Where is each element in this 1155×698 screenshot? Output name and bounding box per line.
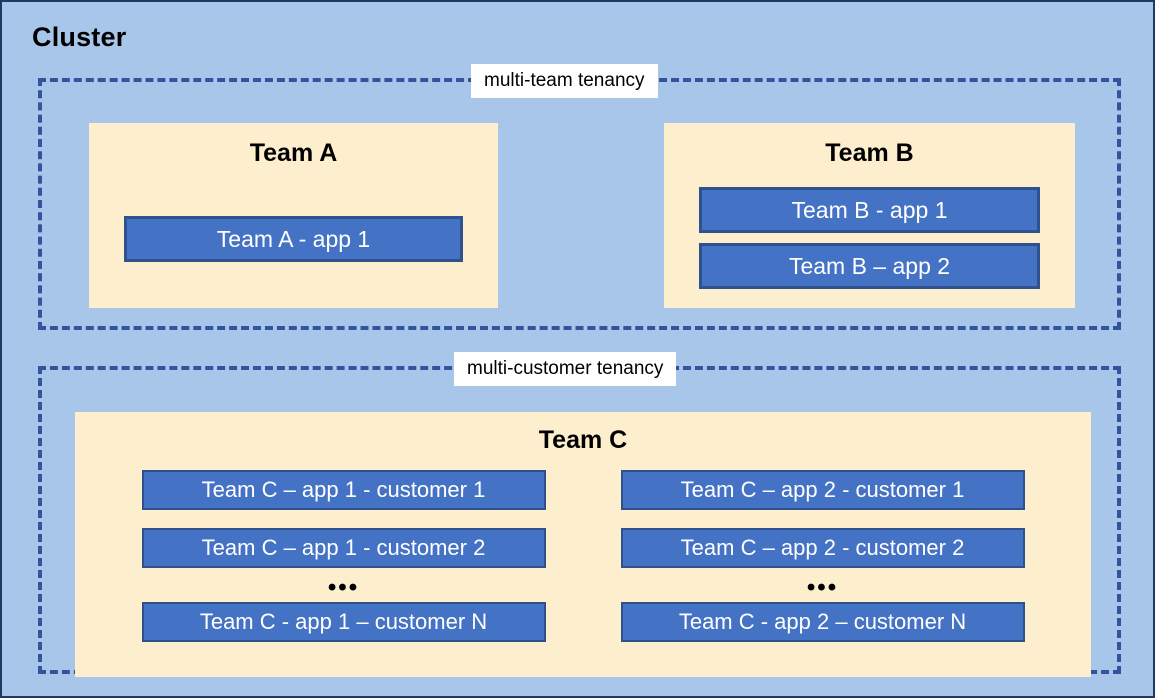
app-box-team-c-app-1-customer-1[interactable]: Team C – app 1 - customer 1 xyxy=(141,470,546,510)
app-box-team-c-app-2-customer-2[interactable]: Team C – app 2 - customer 2 xyxy=(620,528,1025,568)
team-c-app-2-ellipsis: ••• xyxy=(806,574,839,601)
team-b-title: Team B xyxy=(825,139,914,167)
app-box-team-b-app-2[interactable]: Team B – app 2 xyxy=(699,243,1040,289)
team-c-panel: Team C Team C – app 1 - customer 1 Team … xyxy=(75,412,1091,677)
app-box-team-b-app-1[interactable]: Team B - app 1 xyxy=(699,187,1040,233)
app-box-team-c-app-2-customer-n[interactable]: Team C - app 2 – customer N xyxy=(620,602,1025,642)
team-a-title: Team A xyxy=(249,139,338,167)
app-box-team-c-app-2-customer-1[interactable]: Team C – app 2 - customer 1 xyxy=(620,470,1025,510)
team-c-column-app-1: Team C – app 1 - customer 1 Team C – app… xyxy=(141,470,546,642)
app-box-team-c-app-1-customer-2[interactable]: Team C – app 1 - customer 2 xyxy=(141,528,546,568)
team-c-app-1-ellipsis: ••• xyxy=(327,574,360,601)
zone-label-multi-customer: multi-customer tenancy xyxy=(454,352,677,386)
team-a-app-list: Team A - app 1 xyxy=(124,216,463,262)
tenancy-zone-multi-customer: Team C Team C – app 1 - customer 1 Team … xyxy=(38,366,1121,677)
cluster-title: Cluster xyxy=(32,22,127,52)
team-c-title: Team C xyxy=(538,426,628,454)
team-c-columns: Team C – app 1 - customer 1 Team C – app… xyxy=(75,470,1091,642)
team-a-panel: Team A Team A - app 1 xyxy=(89,123,498,308)
app-box-team-a-app-1[interactable]: Team A - app 1 xyxy=(124,216,463,262)
tenancy-zone-multi-team: Team A Team A - app 1 Team B Team B - ap… xyxy=(38,78,1121,330)
team-b-app-list: Team B - app 1 Team B – app 2 xyxy=(699,187,1040,289)
app-box-team-c-app-1-customer-n[interactable]: Team C - app 1 – customer N xyxy=(141,602,546,642)
team-c-column-app-2: Team C – app 2 - customer 1 Team C – app… xyxy=(620,470,1025,642)
zone-label-multi-team: multi-team tenancy xyxy=(471,64,658,98)
team-b-panel: Team B Team B - app 1 Team B – app 2 xyxy=(664,123,1075,308)
